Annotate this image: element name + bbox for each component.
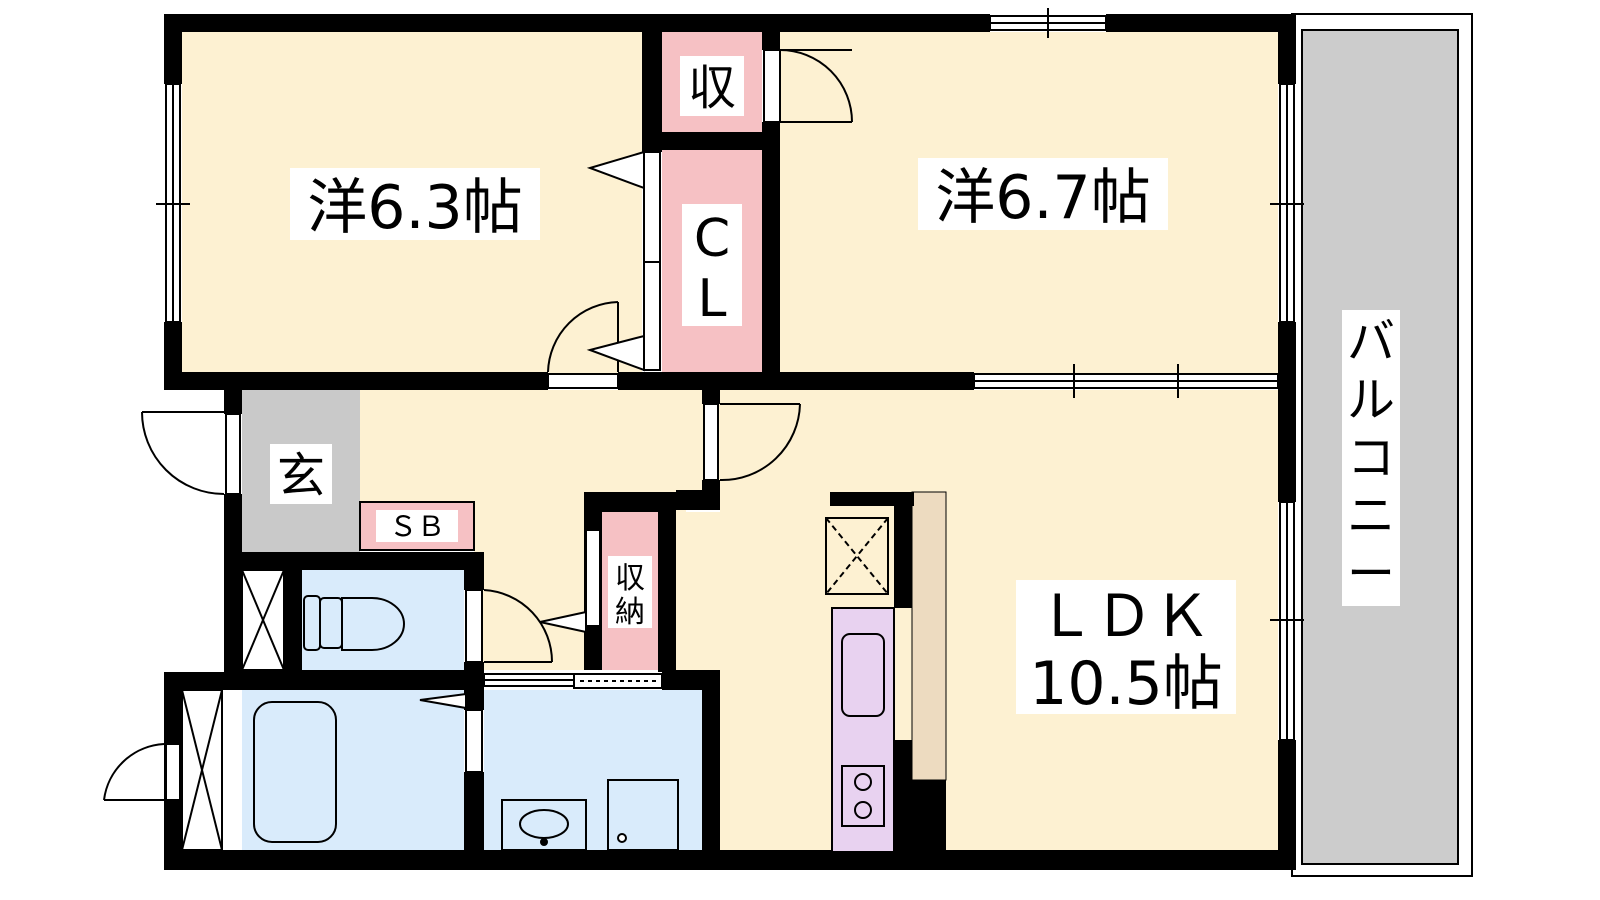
kitchen xyxy=(825,517,895,853)
fixtures xyxy=(253,595,679,851)
burner-icon xyxy=(854,801,872,819)
kitchen-sink xyxy=(841,633,885,717)
washer-tray-marker xyxy=(573,673,663,689)
burner-icon xyxy=(854,773,872,791)
label-western-6-3: 洋6.3帖 xyxy=(307,173,522,243)
storage-tall-door xyxy=(539,529,601,634)
balcony-char: コ xyxy=(1347,430,1395,486)
label-ldk: ＬＤＫ xyxy=(1037,582,1211,650)
room-labels: 洋6.3帖 洋6.7帖 収 C L 玄 ＳＢ 収 納 ＬＤＫ 10.5帖 xyxy=(270,56,1236,719)
label-closet-top: C xyxy=(694,209,730,269)
doors xyxy=(103,49,853,801)
label-ldk-size: 10.5帖 xyxy=(1029,649,1223,719)
bath-door xyxy=(419,692,483,773)
label-shoe-box: ＳＢ xyxy=(389,510,445,543)
label-entrance: 玄 xyxy=(277,448,325,504)
balcony-char: ニ xyxy=(1347,488,1395,544)
label-closet-bottom: L xyxy=(698,269,727,329)
room-hall xyxy=(360,390,720,502)
label-storage-small: 収 xyxy=(688,60,736,116)
closet-folding-door xyxy=(586,150,661,372)
bathtub xyxy=(253,701,337,843)
label-storage-tall-top: 収 xyxy=(615,561,645,596)
windows xyxy=(156,8,1304,851)
walls xyxy=(164,14,1296,870)
label-western-6-7: 洋6.7帖 xyxy=(935,163,1150,233)
balcony-char: バ xyxy=(1347,314,1395,370)
balcony-char: ル xyxy=(1347,372,1395,428)
balcony: バ ル コ ニ ー xyxy=(1291,13,1473,877)
kitchen-back-counter xyxy=(911,491,947,781)
room-fills xyxy=(182,32,1278,852)
toilet-tank xyxy=(303,595,321,651)
label-storage-tall-bottom: 納 xyxy=(615,595,645,630)
balcony-char: ー xyxy=(1347,546,1395,602)
